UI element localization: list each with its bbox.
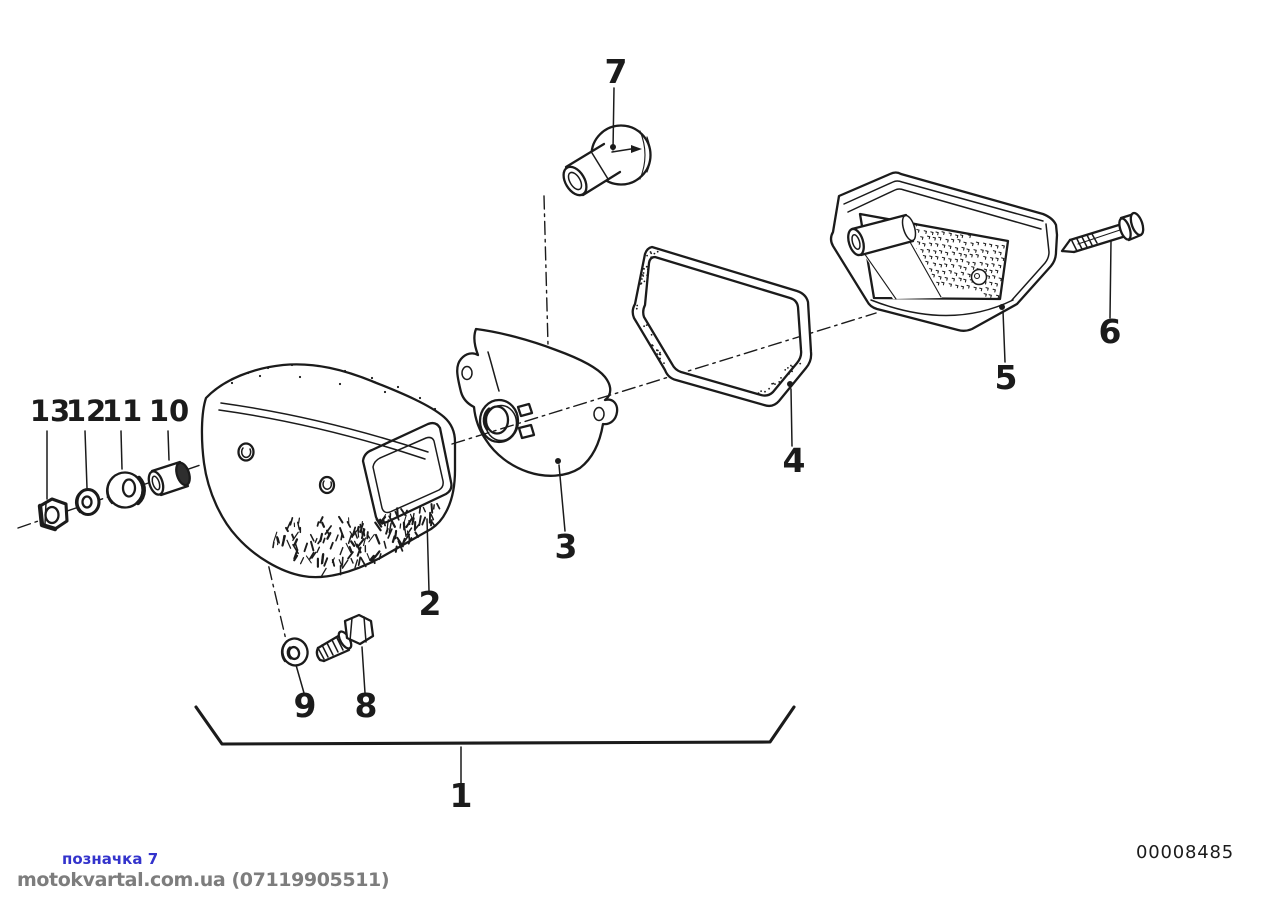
leader-8	[361, 646, 366, 694]
watermark-site: motokvartal.com.ua (07119905511)	[17, 869, 390, 891]
watermark-note: позначка 7	[62, 850, 159, 868]
plate-ear-hole-right	[593, 406, 605, 422]
lens-opening-inner	[372, 436, 444, 514]
part-8-bolt	[315, 613, 375, 663]
part-12-washer	[74, 487, 101, 517]
part-5-lamp-insert	[829, 171, 1059, 332]
part-callout-5: 5	[995, 358, 1018, 397]
gasket-stipple	[635, 250, 802, 394]
part-6-screw	[1060, 211, 1145, 254]
part-callout-4: 4	[783, 441, 806, 480]
part-callout-1: 1	[450, 776, 473, 815]
bayonet-tab	[516, 402, 534, 418]
part-callout-3: 3	[555, 527, 578, 566]
leader-3	[558, 464, 566, 532]
part-7-bulb	[562, 124, 652, 197]
part-10-spacer-sleeve	[147, 460, 191, 497]
document-number: 00008485	[1136, 842, 1235, 863]
leader-7	[612, 87, 615, 151]
bayonet-tab	[517, 423, 536, 440]
housing-hatch-shading	[272, 502, 441, 577]
leader-4	[790, 388, 793, 447]
part-13-nut	[37, 497, 69, 532]
part-4-gasket	[631, 245, 813, 408]
part-callout-12: 12	[66, 394, 106, 428]
reflector-panel	[858, 212, 1010, 301]
housing-surface-dots	[230, 363, 437, 411]
part-11-grommet	[106, 471, 146, 509]
leader-10	[167, 430, 170, 461]
axis-bulb	[543, 195, 549, 346]
axis-lower-bolt	[262, 541, 287, 641]
leader-6	[1109, 240, 1112, 319]
part-1-mounting-bracket	[194, 705, 796, 746]
mount-hole-front-2	[318, 475, 336, 495]
part-2-housing	[200, 363, 457, 579]
part-9-washer	[280, 637, 309, 667]
part-callout-13: 13	[30, 394, 70, 428]
part-callout-8: 8	[355, 686, 378, 725]
part-3-socket-plate	[456, 327, 619, 477]
part-callout-10: 10	[149, 394, 189, 428]
leader-11	[120, 430, 123, 470]
callout-leader-lines	[46, 87, 1112, 787]
leader-9	[295, 664, 305, 694]
bulb-holder-tube	[847, 213, 917, 257]
socket-bore	[484, 405, 510, 435]
part-callout-2: 2	[419, 584, 442, 623]
plate-ear-hole-left	[461, 365, 473, 381]
leader-2	[426, 518, 430, 592]
part-callout-6: 6	[1099, 312, 1122, 351]
mount-hole-front	[237, 442, 255, 462]
part-callout-11: 11	[102, 394, 142, 428]
leader-12	[84, 430, 88, 489]
part-callout-7: 7	[605, 52, 628, 91]
leader-5	[1002, 310, 1006, 363]
part-callout-9: 9	[294, 686, 317, 725]
